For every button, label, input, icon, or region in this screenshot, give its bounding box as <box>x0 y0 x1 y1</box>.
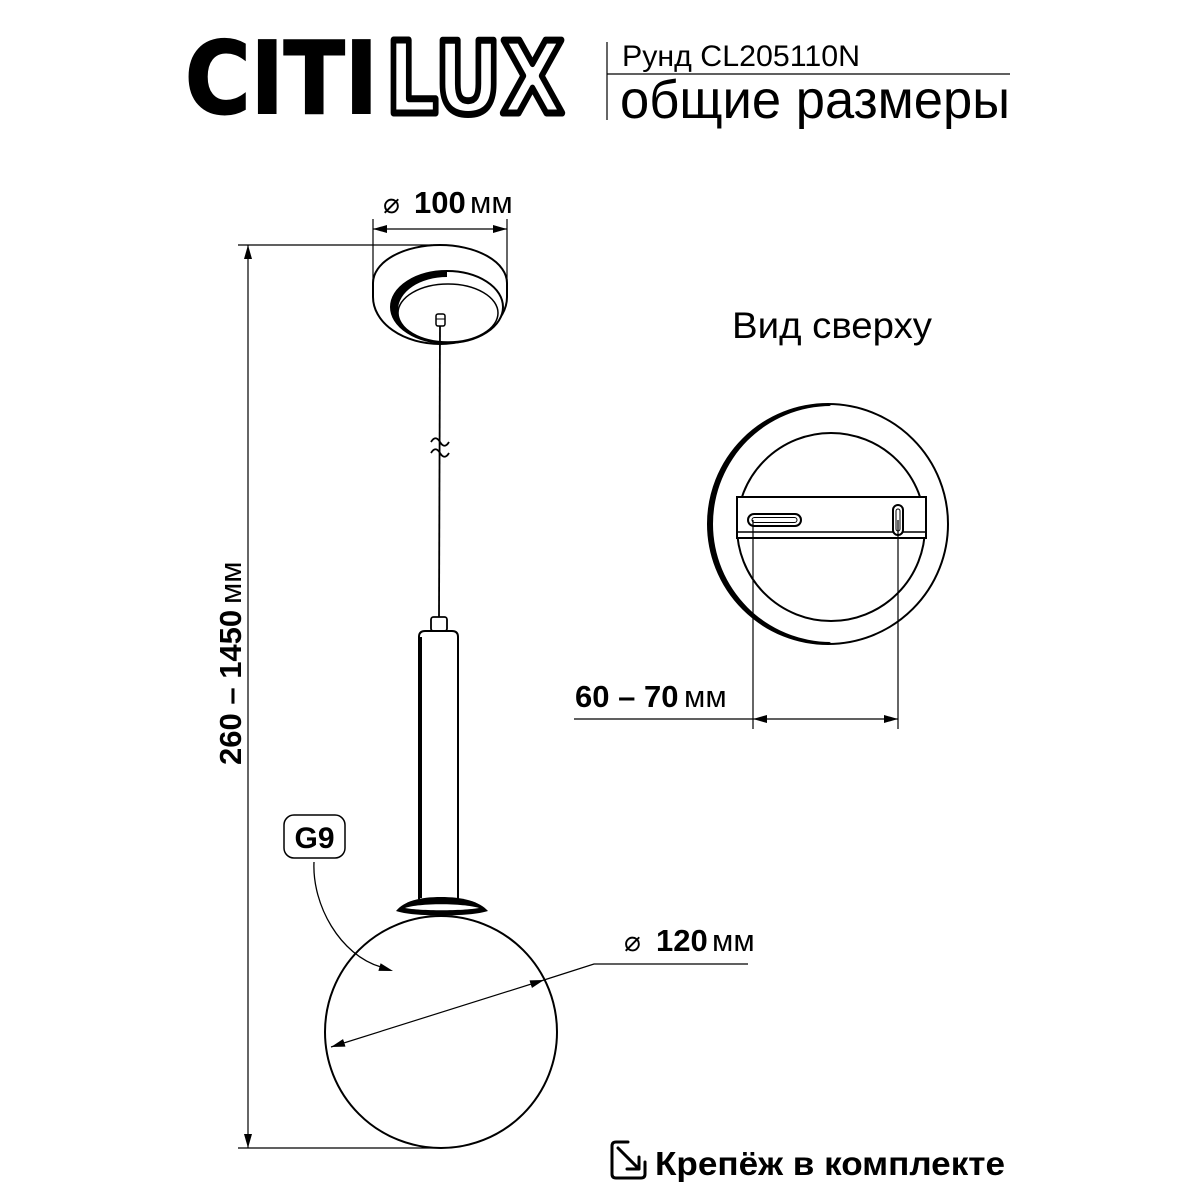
top-view-title: Вид сверху <box>732 305 933 346</box>
suspension-cable <box>430 325 450 619</box>
cable-grip <box>435 313 446 327</box>
drawing-subtitle: общие размеры <box>620 70 1010 130</box>
spacing-unit: мм <box>684 679 727 714</box>
mounting-slot-horizontal-inner <box>751 517 798 523</box>
socket-callout-arrowhead <box>378 963 393 971</box>
cable-break-mark-lower <box>430 448 450 458</box>
spacing-value: 60 – 70 <box>575 679 678 714</box>
diameter-symbol: ⌀ <box>383 187 400 220</box>
cable-break-mark-upper <box>430 437 450 447</box>
canopy-rim-shadow <box>391 271 447 343</box>
shade-diameter-value: 120 <box>656 923 708 958</box>
socket-callout: G9 <box>283 814 393 971</box>
footer-kit-note: Крепёж в комплекте <box>610 1140 1005 1182</box>
model-name: Рунд CL205110N <box>622 40 860 73</box>
lamp-stem <box>396 616 488 916</box>
height-value: 260 – 1450 <box>213 610 248 765</box>
shade-diameter-leader <box>543 963 748 981</box>
glass-sphere-shade <box>324 915 558 1149</box>
canopy-diameter-unit: мм <box>470 185 513 220</box>
logo-outline-letters: LUX <box>386 20 564 137</box>
logo-solid-letters: CITI <box>185 20 378 137</box>
collar-highlight <box>405 904 479 911</box>
shade-diameter-unit: мм <box>712 923 755 958</box>
overall-height-dimension: 260 – 1450 мм <box>213 244 441 1149</box>
brand-logo: CITI LUX <box>184 17 568 141</box>
canopy-diameter-value: 100 <box>414 185 466 220</box>
height-label: 260 – 1450 мм <box>213 561 248 765</box>
mounting-slot-horizontal <box>747 513 802 527</box>
stem-tube <box>418 630 459 899</box>
canopy-bottom-face <box>397 283 499 343</box>
cable-line <box>438 325 441 619</box>
socket-callout-arrow <box>313 861 382 968</box>
shade-diameter-line <box>330 979 545 1048</box>
height-unit: мм <box>213 561 248 604</box>
ceiling-canopy <box>372 244 508 345</box>
header: CITI LUX Рунд CL205110N общие размеры <box>184 17 1010 141</box>
mounting-bracket <box>736 496 927 539</box>
diameter-symbol: ⌀ <box>624 925 641 958</box>
socket-type-label: G9 <box>294 822 334 855</box>
box-arrow-in-icon <box>610 1140 647 1180</box>
kit-note-text: Крепёж в комплекте <box>655 1145 1005 1182</box>
stem-cap <box>430 616 448 632</box>
socket-label-box <box>283 814 346 859</box>
